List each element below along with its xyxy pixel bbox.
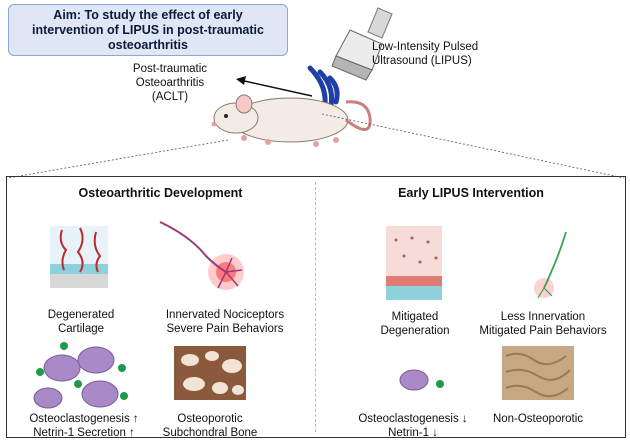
aim-line-2: intervention of LIPUS in post-traumatic [32, 23, 264, 37]
comparison-panel [6, 176, 626, 438]
mouse-icon [211, 94, 372, 147]
right-cartilage-line-1: Mitigated [391, 311, 439, 323]
degenerated-cartilage-icon [50, 226, 108, 288]
top-illustration [7, 7, 625, 179]
nociceptor-icon [159, 221, 244, 290]
aim-line-3: osteoarthritis [108, 38, 188, 52]
lipus-line-2: Ultrasound (LIPUS) [372, 55, 472, 67]
right-cartilage-line-2: Degeneration [380, 325, 450, 337]
aim-text: Aim: To study the effect of early interv… [8, 8, 288, 53]
left-osteoclast-label: Osteoclastogenesis ↑ Netrin-1 Secretion … [14, 412, 154, 440]
right-bone-label: Non-Osteoporotic [488, 412, 588, 426]
osteoclast-icon-right [399, 369, 429, 391]
less-innervation-icon [534, 231, 567, 299]
mitigated-cartilage-icon [386, 226, 442, 300]
right-nociceptor-line-1: Less Innervation [500, 311, 586, 323]
arrow-icon [236, 76, 313, 97]
lipus-label: Low-Intensity Pulsed Ultrasound (LIPUS) [372, 40, 522, 68]
right-panel-title: Early LIPUS Intervention [398, 186, 544, 200]
osteoporotic-bone-icon [174, 346, 246, 400]
netrin-icon-right [436, 380, 444, 388]
ultrasound-probe-icon [331, 7, 393, 81]
model-line-2: Osteoarthritis [135, 77, 205, 89]
non-osteoporotic-bone-icon [502, 346, 574, 400]
right-bone-line-1: Non-Osteoporotic [492, 413, 584, 425]
right-nociceptor-line-2: Mitigated Pain Behaviors [479, 325, 607, 337]
model-line-1: Post-traumatic [132, 63, 208, 75]
left-osteoclast-line-1: Osteoclastogenesis ↑ [29, 413, 139, 425]
left-panel-title: Osteoarthritic Development [78, 186, 243, 200]
right-osteoclast-line-2: Netrin-1 ↓ [388, 427, 438, 439]
netrin-icon [36, 342, 128, 400]
left-cartilage-line-2: Cartilage [57, 323, 105, 335]
left-nociceptor-line-1: Innervated Nociceptors [165, 309, 285, 321]
left-cartilage-label: Degenerated Cartilage [26, 308, 136, 336]
right-osteoclast-line-1: Osteoclastogenesis ↓ [358, 413, 468, 425]
left-osteoclast-line-2: Netrin-1 Secretion ↑ [33, 427, 135, 439]
lipus-line-1: Low-Intensity Pulsed [372, 41, 479, 53]
model-line-3: (ACLT) [151, 91, 189, 103]
right-osteoclast-label: Osteoclastogenesis ↓ Netrin-1 ↓ [348, 412, 478, 440]
right-cartilage-label: Mitigated Degeneration [360, 310, 470, 338]
left-nociceptor-label: Innervated Nociceptors Severe Pain Behav… [150, 308, 300, 336]
aim-box [8, 4, 288, 56]
left-bone-line-2: Subchondral Bone [162, 427, 258, 439]
left-nociceptor-line-2: Severe Pain Behaviors [166, 323, 284, 335]
aim-line-1: Aim: To study the effect of early [53, 8, 243, 22]
panel-divider [315, 182, 316, 432]
left-cartilage-line-1: Degenerated [47, 309, 115, 321]
left-bone-line-1: Osteoporotic [177, 413, 243, 425]
right-nociceptor-label: Less Innervation Mitigated Pain Behavior… [468, 310, 618, 338]
model-label: Post-traumatic Osteoarthritis (ACLT) [122, 62, 218, 104]
left-bone-label: Osteoporotic Subchondral Bone [160, 412, 260, 440]
osteoclast-icon [33, 346, 119, 409]
